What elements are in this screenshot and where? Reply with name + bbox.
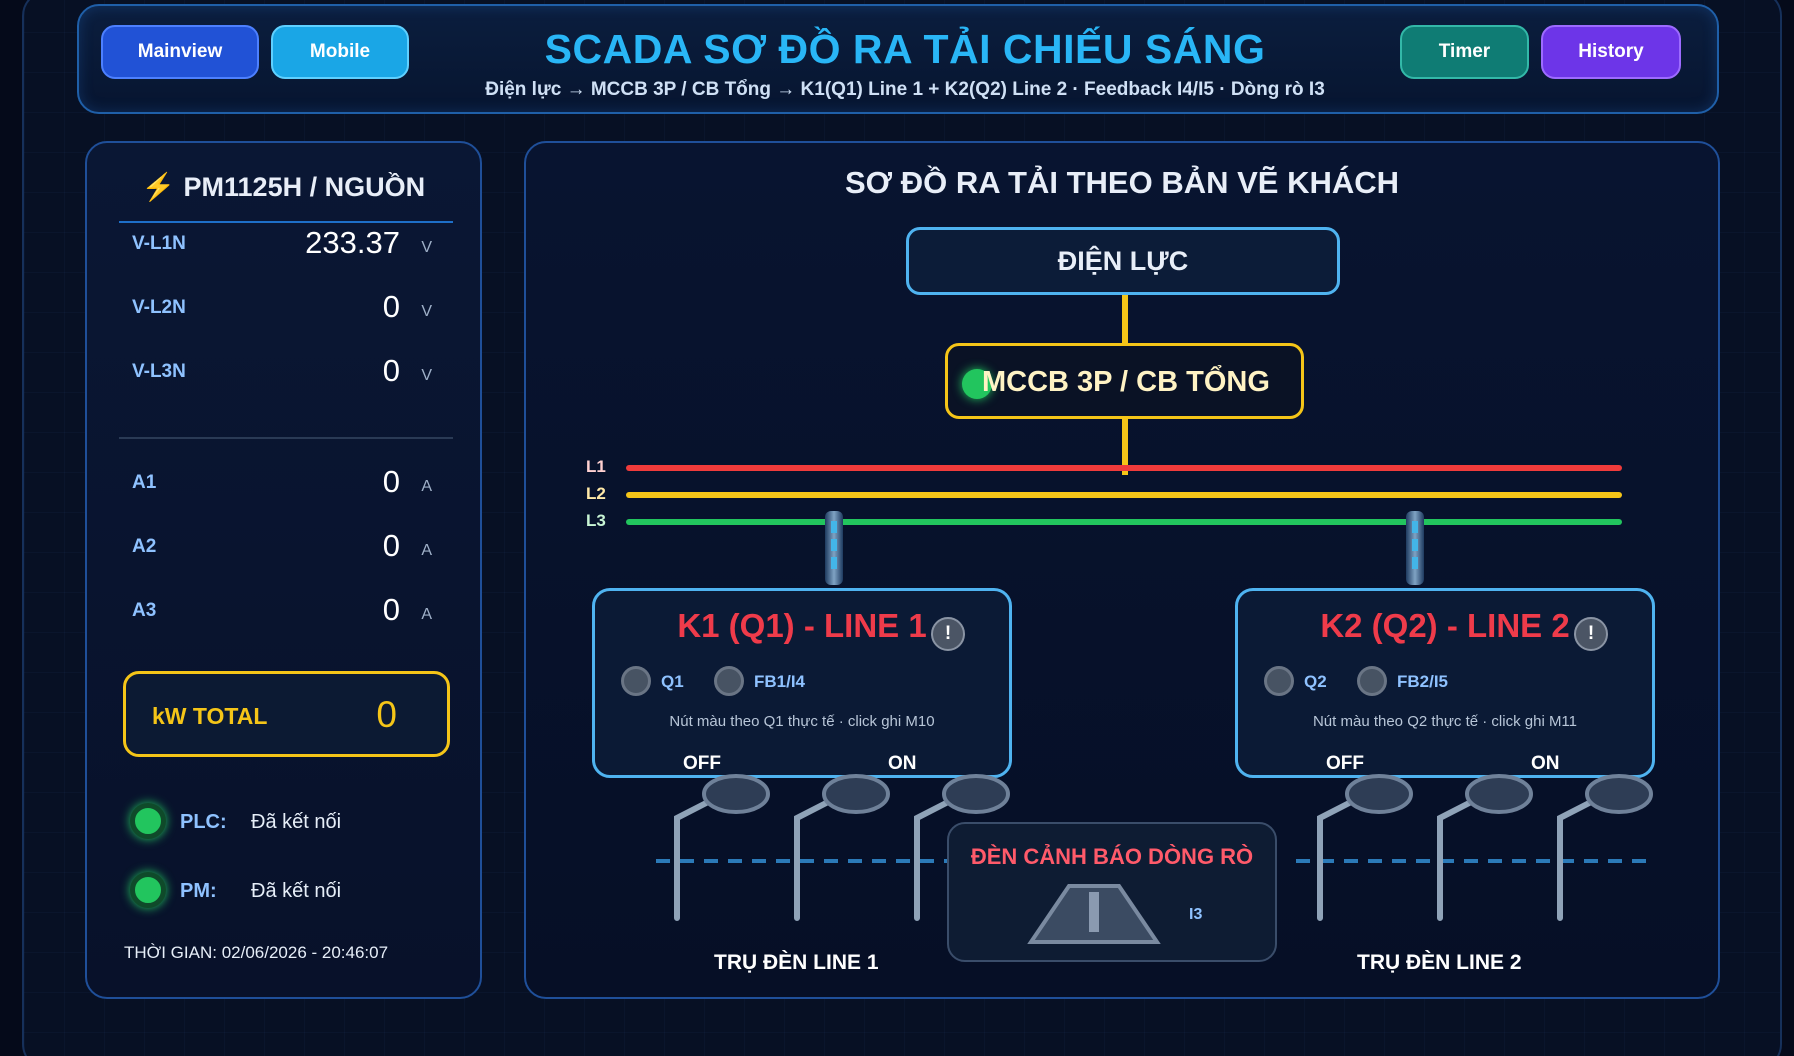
leakage-warning-box: ĐÈN CẢNH BÁO DÒNG RÒ I3	[947, 822, 1277, 962]
k2-title: K2 (Q2) - LINE 2	[1320, 607, 1570, 644]
meter-row-a3: A3 0 A	[132, 590, 432, 630]
pm-status-label: PM:	[180, 880, 217, 902]
panel-title: ⚡PM1125H / NGUỒN	[87, 171, 480, 203]
warning-lamp-icon	[1027, 884, 1161, 944]
plc-status-dot	[130, 803, 166, 839]
bolt-icon: ⚡	[141, 172, 176, 202]
meter-unit: V	[421, 303, 432, 320]
bus-bar-l1	[626, 465, 1622, 471]
meter-label: A1	[132, 472, 157, 493]
meter-label: V-L2N	[132, 297, 186, 318]
q2-indicator-label: Q2	[1304, 672, 1327, 691]
meter-value: 233.37	[305, 225, 400, 260]
contactor-k1-box: K1 (Q1) - LINE 1 ! Q1 FB1/I4 Nút màu the…	[592, 588, 1012, 778]
panel-title-text: PM1125H / NGUỒN	[183, 172, 426, 202]
meter-label: V-L3N	[132, 361, 186, 382]
leakage-warning-title: ĐÈN CẢNH BÁO DÒNG RÒ	[970, 844, 1254, 869]
k2-off-button[interactable]: OFF	[1326, 753, 1364, 774]
drop-line-2	[1406, 511, 1424, 585]
bus-bar-l3	[626, 519, 1622, 525]
fb2-indicator-label: FB2/I5	[1397, 672, 1449, 691]
lamp-head-icon	[702, 774, 1653, 814]
meter-unit: V	[421, 367, 432, 384]
mobile-button[interactable]: Mobile	[271, 25, 409, 79]
divider	[119, 221, 453, 223]
kw-total-value: 0	[376, 694, 397, 735]
street-lights-graphic	[656, 774, 1656, 921]
meter-row-vl2n: V-L2N 0 V	[132, 287, 432, 327]
meter-row-vl3n: V-L3N 0 V	[132, 351, 432, 391]
warning-icon[interactable]: !	[1574, 617, 1608, 651]
bus-label-l1: L1	[586, 457, 606, 476]
pole-line1-label: TRỤ ĐÈN LINE 1	[714, 951, 879, 974]
mccb-box[interactable]: MCCB 3P / CB TỔNG	[945, 343, 1304, 419]
fb1-indicator-dot	[714, 666, 744, 696]
meter-unit: A	[421, 478, 432, 495]
plc-status: PLC: Đã kết nối	[130, 801, 460, 841]
timestamp: THỜI GIAN: 02/06/2026 - 20:46:07	[124, 943, 389, 962]
fb2-indicator-dot	[1357, 666, 1387, 696]
mccb-status-dot	[962, 369, 992, 399]
plc-status-value: Đã kết nối	[251, 811, 342, 833]
meter-row-vl1n: V-L1N 233.37 V	[132, 223, 432, 263]
meter-label: A2	[132, 536, 157, 557]
page-title: SCADA SƠ ĐỒ RA TẢI CHIẾU SÁNG	[544, 26, 1266, 72]
meter-value: 0	[382, 528, 400, 563]
meter-value: 0	[382, 353, 400, 388]
pm-status: PM: Đã kết nối	[130, 870, 460, 910]
drop-line-1	[825, 511, 843, 585]
k2-on-button[interactable]: ON	[1531, 753, 1560, 774]
k1-title: K1 (Q1) - LINE 1	[677, 607, 927, 644]
timer-button[interactable]: Timer	[1400, 25, 1529, 79]
bus-bar-l2	[626, 492, 1622, 498]
feeder-line	[1122, 295, 1128, 343]
mccb-label: MCCB 3P / CB TỔNG	[982, 366, 1270, 398]
kw-total-box: kW TOTAL 0	[123, 671, 450, 757]
pole-line2-label: TRỤ ĐÈN LINE 2	[1357, 951, 1522, 974]
page-subtitle: Điện lực → MCCB 3P / CB Tổng → K1(Q1) Li…	[485, 79, 1325, 100]
contactor-k2-box: K2 (Q2) - LINE 2 ! Q2 FB2/I5 Nút màu the…	[1235, 588, 1655, 778]
feeder-line	[1122, 419, 1128, 475]
history-button[interactable]: History	[1541, 25, 1681, 79]
kw-total-label: kW TOTAL	[152, 703, 268, 729]
street-light-icon	[674, 797, 1598, 921]
q2-indicator-dot	[1264, 666, 1294, 696]
k1-on-button[interactable]: ON	[888, 753, 917, 774]
q1-indicator-dot	[621, 666, 651, 696]
divider	[119, 437, 453, 439]
meter-value: 0	[382, 464, 400, 499]
meter-row-a1: A1 0 A	[132, 462, 432, 502]
meter-unit: V	[421, 239, 432, 256]
leakage-input-tag: I3	[1189, 906, 1203, 923]
fb1-indicator-label: FB1/I4	[754, 672, 806, 691]
meter-label: V-L1N	[132, 233, 186, 254]
utility-source-box: ĐIỆN LỰC	[906, 227, 1340, 295]
pm-status-dot	[130, 872, 166, 908]
bus-label-l3: L3	[586, 511, 606, 530]
mainview-button[interactable]: Mainview	[101, 25, 259, 79]
k1-off-button[interactable]: OFF	[683, 753, 721, 774]
pm-status-value: Đã kết nối	[251, 880, 342, 902]
q1-indicator-label: Q1	[661, 672, 684, 691]
diagram-panel: SƠ ĐỒ RA TẢI THEO BẢN VẼ KHÁCH ĐIỆN LỰC …	[524, 141, 1720, 999]
meter-unit: A	[421, 606, 432, 623]
meter-unit: A	[421, 542, 432, 559]
power-meter-panel: ⚡PM1125H / NGUỒN V-L1N 233.37 V V-L2N 0 …	[85, 141, 482, 999]
k2-note: Nút màu theo Q2 thực tế · click ghi M11	[1312, 713, 1578, 730]
meter-value: 0	[382, 289, 400, 324]
k1-note: Nút màu theo Q1 thực tế · click ghi M10	[669, 713, 935, 730]
meter-label: A3	[132, 600, 157, 621]
meter-value: 0	[382, 592, 400, 627]
warning-icon[interactable]: !	[931, 617, 965, 651]
meter-row-a2: A2 0 A	[132, 526, 432, 566]
bus-label-l2: L2	[586, 484, 606, 503]
plc-status-label: PLC:	[180, 811, 227, 833]
diagram-title: SƠ ĐỒ RA TẢI THEO BẢN VẼ KHÁCH	[844, 165, 1400, 200]
